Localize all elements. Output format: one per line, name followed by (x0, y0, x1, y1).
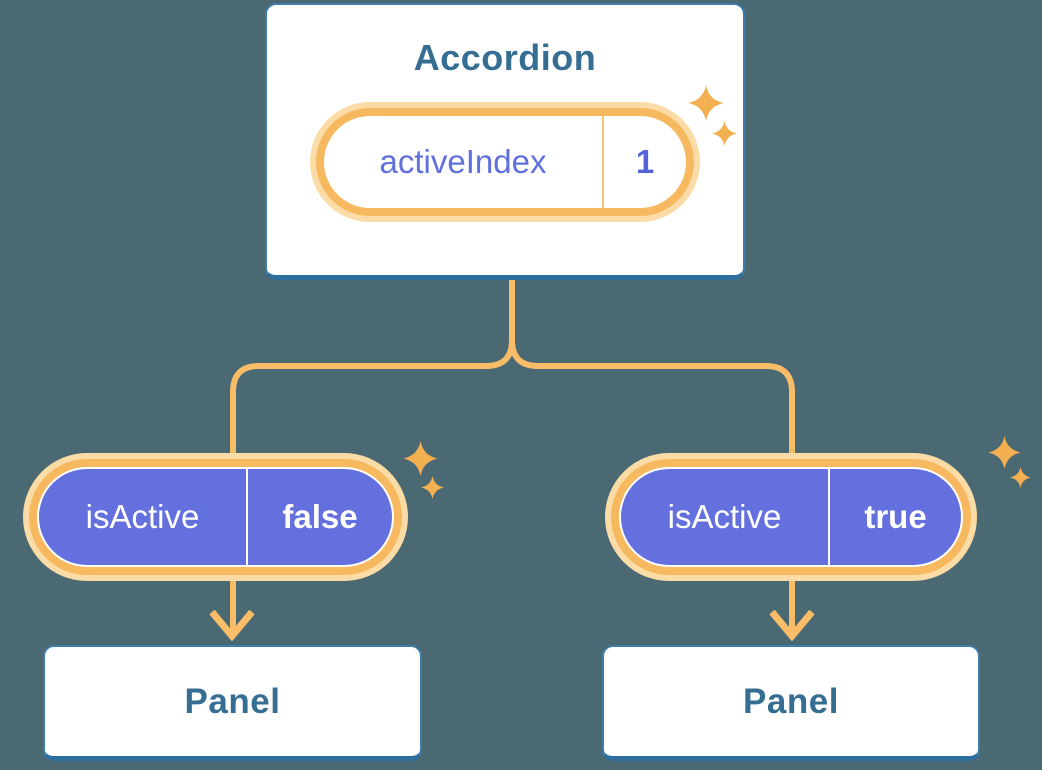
prop-value: true (828, 469, 961, 565)
arrow-down-icon (769, 609, 815, 642)
sparkles-accordion (688, 85, 740, 149)
panel-card-left: Panel (43, 645, 422, 761)
accordion-title: Accordion (413, 37, 597, 78)
state-name: activeIndex (379, 143, 547, 180)
state-pill: activeIndex 1 (324, 116, 686, 208)
panel-title: Panel (184, 681, 281, 721)
arrow-down-icon (209, 609, 255, 642)
panel-card-right: Panel (602, 645, 980, 761)
sparkles-right-pill (988, 436, 1034, 492)
prop-value: false (246, 469, 392, 565)
sparkles-left-pill (403, 441, 453, 501)
connector-left-branch (230, 276, 515, 631)
sparkle-icon (712, 121, 737, 146)
prop-pill-right: isActive true (619, 467, 963, 567)
prop-pill-left: isActive false (37, 467, 394, 567)
state-value: 1 (602, 116, 686, 208)
sparkle-icon (403, 441, 438, 476)
prop-name: isActive (667, 498, 782, 535)
accordion-card: Accordion activeIndex 1 (265, 3, 745, 280)
sparkle-icon (1010, 467, 1031, 488)
sparkle-icon (421, 476, 444, 499)
panel-title: Panel (743, 681, 839, 721)
connector-right-branch (509, 276, 795, 631)
prop-name: isActive (85, 498, 200, 535)
sparkle-icon (688, 85, 724, 121)
sparkle-icon (988, 436, 1021, 469)
